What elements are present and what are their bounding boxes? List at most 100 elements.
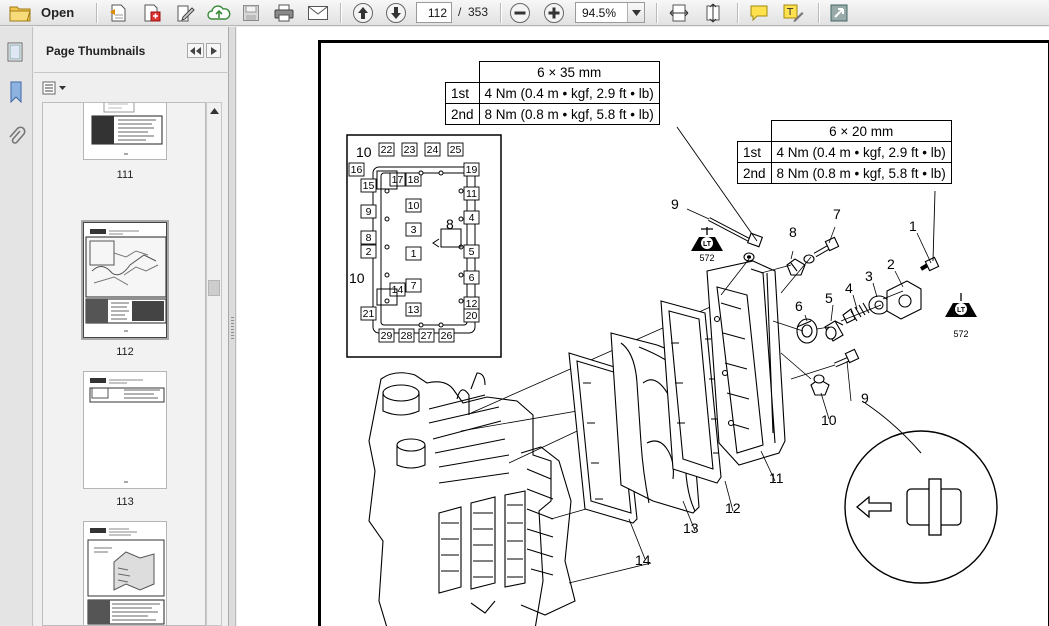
inset-bolt-box [360,204,377,219]
toolbar-separator [96,3,97,23]
inset-bolt-number: 5 [469,246,475,258]
page-thumbnail-113[interactable] [83,371,167,489]
inset-bolt-number: 14 [392,284,404,296]
lt-label: LT [703,241,712,248]
thumbnail-scrollbar[interactable] [206,102,222,626]
splitter-grip-icon[interactable] [231,317,234,341]
upload-cloud-icon[interactable] [206,2,232,24]
inset-bolt-number: 19 [466,164,478,176]
callout-2: 2 [887,256,895,272]
inset-label-10: 10 [349,270,365,286]
next-page-icon[interactable] [384,2,408,24]
combine-files-icon[interactable] [140,2,164,24]
callout-leaders [628,208,932,560]
inset-bolt-box [360,230,377,245]
page-thumbnail-114[interactable] [83,521,167,625]
thumbnail-label: 111 [116,169,134,181]
callout-6: 6 [795,298,803,314]
outer-cover-11 [706,260,786,466]
inset-bolt-box [463,186,480,201]
toolbar-separator [737,3,738,23]
inset-bolt-box [360,244,377,259]
scrollbar-thumb[interactable] [208,280,220,296]
svg-text:T: T [786,7,794,18]
panel-title: Page Thumbnails [46,44,146,58]
page-thumbnail-112[interactable] [83,222,167,338]
page-number-input[interactable] [416,2,452,23]
step-2nd: 2nd [737,162,772,184]
previous-page-icon[interactable] [351,2,375,24]
inset-bolt-hole [458,272,464,278]
inset-bolt-hole [418,322,424,328]
inset-bolt-box [398,328,415,343]
email-icon[interactable] [305,2,331,24]
lt-label: LT [957,307,966,314]
thumbnail-label: 113 [116,496,134,508]
thumbnail-label: 112 [116,346,134,358]
scroll-up-icon[interactable] [207,103,221,119]
create-pdf-icon[interactable] [106,2,130,24]
panel-options-button[interactable] [42,79,70,96]
open-button[interactable]: Open [41,5,75,20]
panel-divider [34,72,229,73]
page-thumbnails-icon[interactable] [6,42,26,69]
inset-bolt-number: 4 [469,212,475,224]
callout-9: 9 [671,196,679,212]
inset-bolt-box [405,302,422,317]
toolbar-separator [500,3,501,23]
zoom-out-icon[interactable] [508,2,532,24]
inset-bolt-hole [384,298,390,304]
inset-bolt-number: 17 [392,174,404,186]
comment-icon[interactable] [746,2,772,24]
inset-bolt-number: 20 [466,310,478,322]
torque-2nd: 8 Nm (0.8 m • kgf, 5.8 ft • lb) [770,162,952,184]
fit-width-icon[interactable] [666,2,692,24]
bolt-size-35: 6 × 35 mm [478,61,660,83]
inset-bolt-box [348,162,365,177]
inset-bolt-number: 6 [469,272,475,284]
inset-bolt-number: 16 [351,164,363,176]
spec-leader-lines [676,126,936,262]
step-1st: 1st [445,82,480,104]
part-lines [720,256,904,380]
loctite-572-badge-left: LT 572 [691,227,723,263]
expand-icon[interactable] [826,2,852,24]
fit-page-icon[interactable] [700,2,726,24]
zoom-select[interactable]: 94.5% [575,2,645,23]
callout-4: 4 [845,280,853,296]
inset-bolt-number: 15 [363,180,375,192]
save-icon[interactable] [240,2,262,24]
chevron-down-icon[interactable] [627,3,644,22]
collapse-panel-icon[interactable] [187,43,204,58]
panel-splitter[interactable] [229,27,236,626]
inset-label-10: 10 [356,144,372,160]
inset-bolt-hole [438,170,444,176]
zoom-in-icon[interactable] [542,2,566,24]
bookmark-icon[interactable] [6,81,26,108]
callout-11: 11 [769,470,784,486]
page-thumbnail-111[interactable] [83,103,167,160]
print-icon[interactable] [271,2,297,24]
open-folder-icon[interactable] [6,2,36,24]
loctite-572-badge-right: LT 572 [945,293,977,339]
attachment-icon[interactable] [6,125,26,152]
inset-bolt-box [405,198,422,213]
engine-block-drawing [368,372,576,626]
highlight-text-icon[interactable]: T [780,2,806,24]
inset-bolt-box [447,142,464,157]
inset-bolt-number: 13 [408,304,420,316]
navigation-rail [0,27,33,626]
edit-document-icon[interactable] [173,2,197,24]
panel-forward-icon[interactable] [206,43,221,58]
inset-bolt-box [463,210,480,225]
gasket-12 [660,300,722,484]
inset-bolt-box [418,328,435,343]
inset-bolt-number: 1 [411,248,417,260]
toolbar-separator [340,3,341,23]
detail-circle [844,402,998,584]
lt-code: 572 [699,253,714,263]
inset-bolt-number: 9 [366,206,372,218]
